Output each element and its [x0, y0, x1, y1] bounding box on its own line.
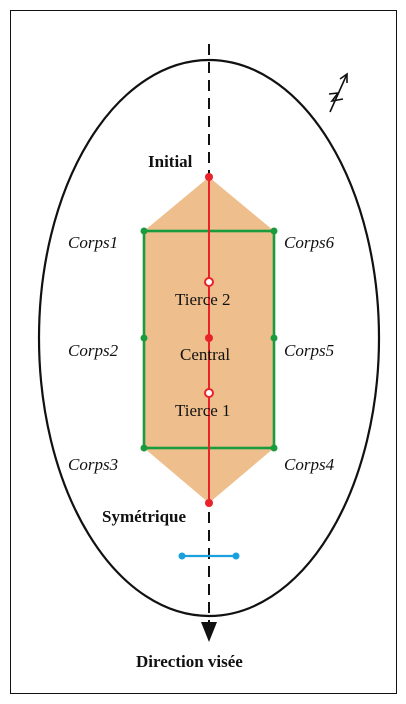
tierce1-dot — [204, 388, 214, 398]
corps3-dot — [140, 444, 148, 452]
label-corps1: Corps1 — [68, 233, 118, 252]
north-arrow-icon — [328, 72, 348, 113]
label-symetrique: Symétrique — [102, 507, 187, 526]
label-central: Central — [180, 345, 230, 364]
corps5-dot — [270, 334, 278, 342]
corps1-dot — [140, 227, 148, 235]
corps2-dot — [140, 334, 148, 342]
label-corps4: Corps4 — [284, 455, 335, 474]
blue-right-dot — [232, 552, 240, 560]
label-initial: Initial — [148, 152, 193, 171]
tierce2-dot — [204, 277, 214, 287]
label-corps5: Corps5 — [284, 341, 334, 360]
arrow-down-icon — [201, 622, 217, 642]
corps4-dot — [270, 444, 278, 452]
outer-ellipse — [37, 58, 381, 618]
label-corps6: Corps6 — [284, 233, 335, 252]
central-dot — [205, 334, 213, 342]
label-corps3: Corps3 — [68, 455, 118, 474]
corps6-dot — [270, 227, 278, 235]
label-tierce1: Tierce 1 — [175, 401, 231, 420]
label-direction: Direction visée — [136, 652, 243, 671]
label-corps2: Corps2 — [68, 341, 119, 360]
diagram-frame — [10, 10, 397, 694]
initial-dot — [205, 173, 213, 181]
symetrique-dot — [205, 499, 213, 507]
label-tierce2: Tierce 2 — [175, 290, 231, 309]
blue-left-dot — [178, 552, 186, 560]
